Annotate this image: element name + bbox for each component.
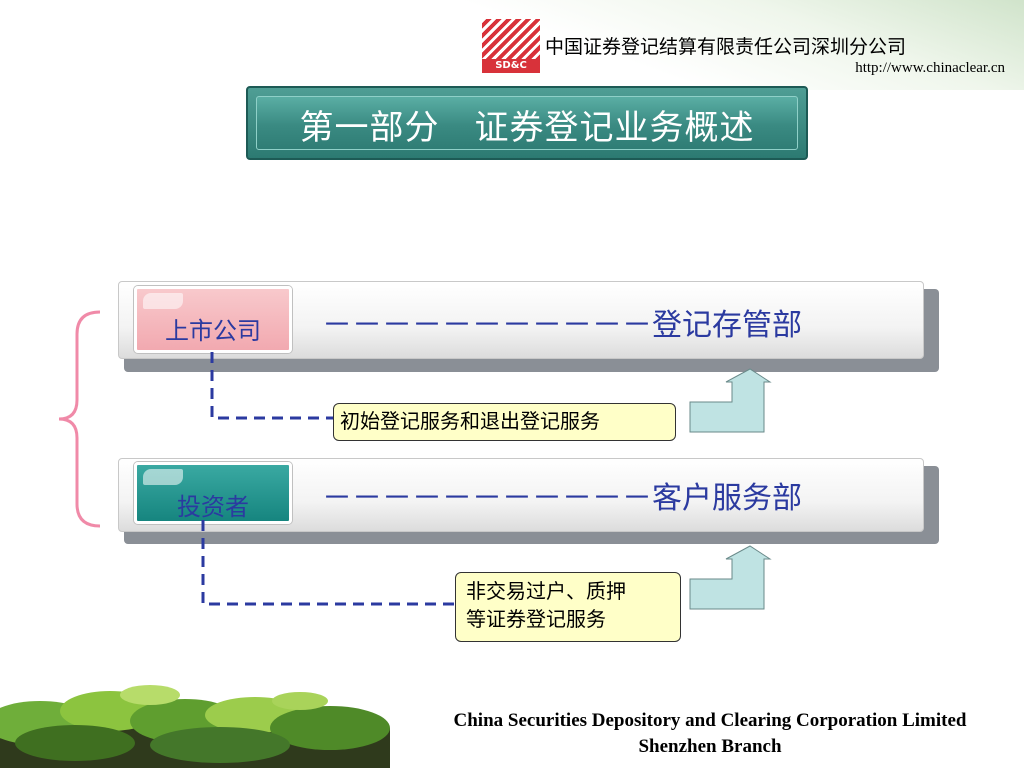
note-line: 等证券登记服务 — [466, 607, 606, 631]
brace-icon — [58, 310, 101, 528]
dashed-connector — [201, 520, 454, 606]
dashed-connector — [210, 352, 335, 420]
note-non-trade-transfer: 非交易过户、质押 等证券登记服务 — [455, 572, 681, 642]
title-banner: 第一部分 证券登记业务概述 — [246, 86, 808, 160]
row-department-label: －－－－－－－－－－－客户服务部 — [322, 481, 802, 516]
tag-investor: 投资者 — [134, 462, 292, 524]
header-leaf-background — [464, 0, 1024, 90]
row-department-label: －－－－－－－－－－－登记存管部 — [322, 308, 802, 343]
sdc-logo: SD&C — [482, 19, 540, 73]
note-initial-registration: 初始登记服务和退出登记服务 — [333, 403, 676, 441]
tag-gloss — [143, 293, 183, 309]
tag-label: 投资者 — [177, 493, 249, 521]
footer-branch: Shenzhen Branch — [638, 736, 782, 757]
logo-stripes — [482, 19, 540, 61]
tag-label: 上市公司 — [165, 317, 261, 345]
tag-gloss — [143, 469, 183, 485]
title-banner-inner — [256, 96, 798, 150]
note-line: 非交易过户、质押 — [466, 579, 626, 603]
page-title: 第一部分 证券登记业务概述 — [299, 108, 755, 148]
tea-plants-image — [0, 685, 390, 768]
tag-listed-company: 上市公司 — [134, 286, 292, 353]
company-url: http://www.chinaclear.cn — [855, 60, 1005, 76]
footer-company-en: China Securities Depository and Clearing… — [453, 710, 967, 731]
logo-text: SD&C — [482, 59, 540, 73]
company-name: 中国证券登记结算有限责任公司深圳分公司 — [545, 36, 907, 58]
bent-arrow-icon — [689, 545, 772, 610]
bent-arrow-icon — [689, 368, 772, 433]
